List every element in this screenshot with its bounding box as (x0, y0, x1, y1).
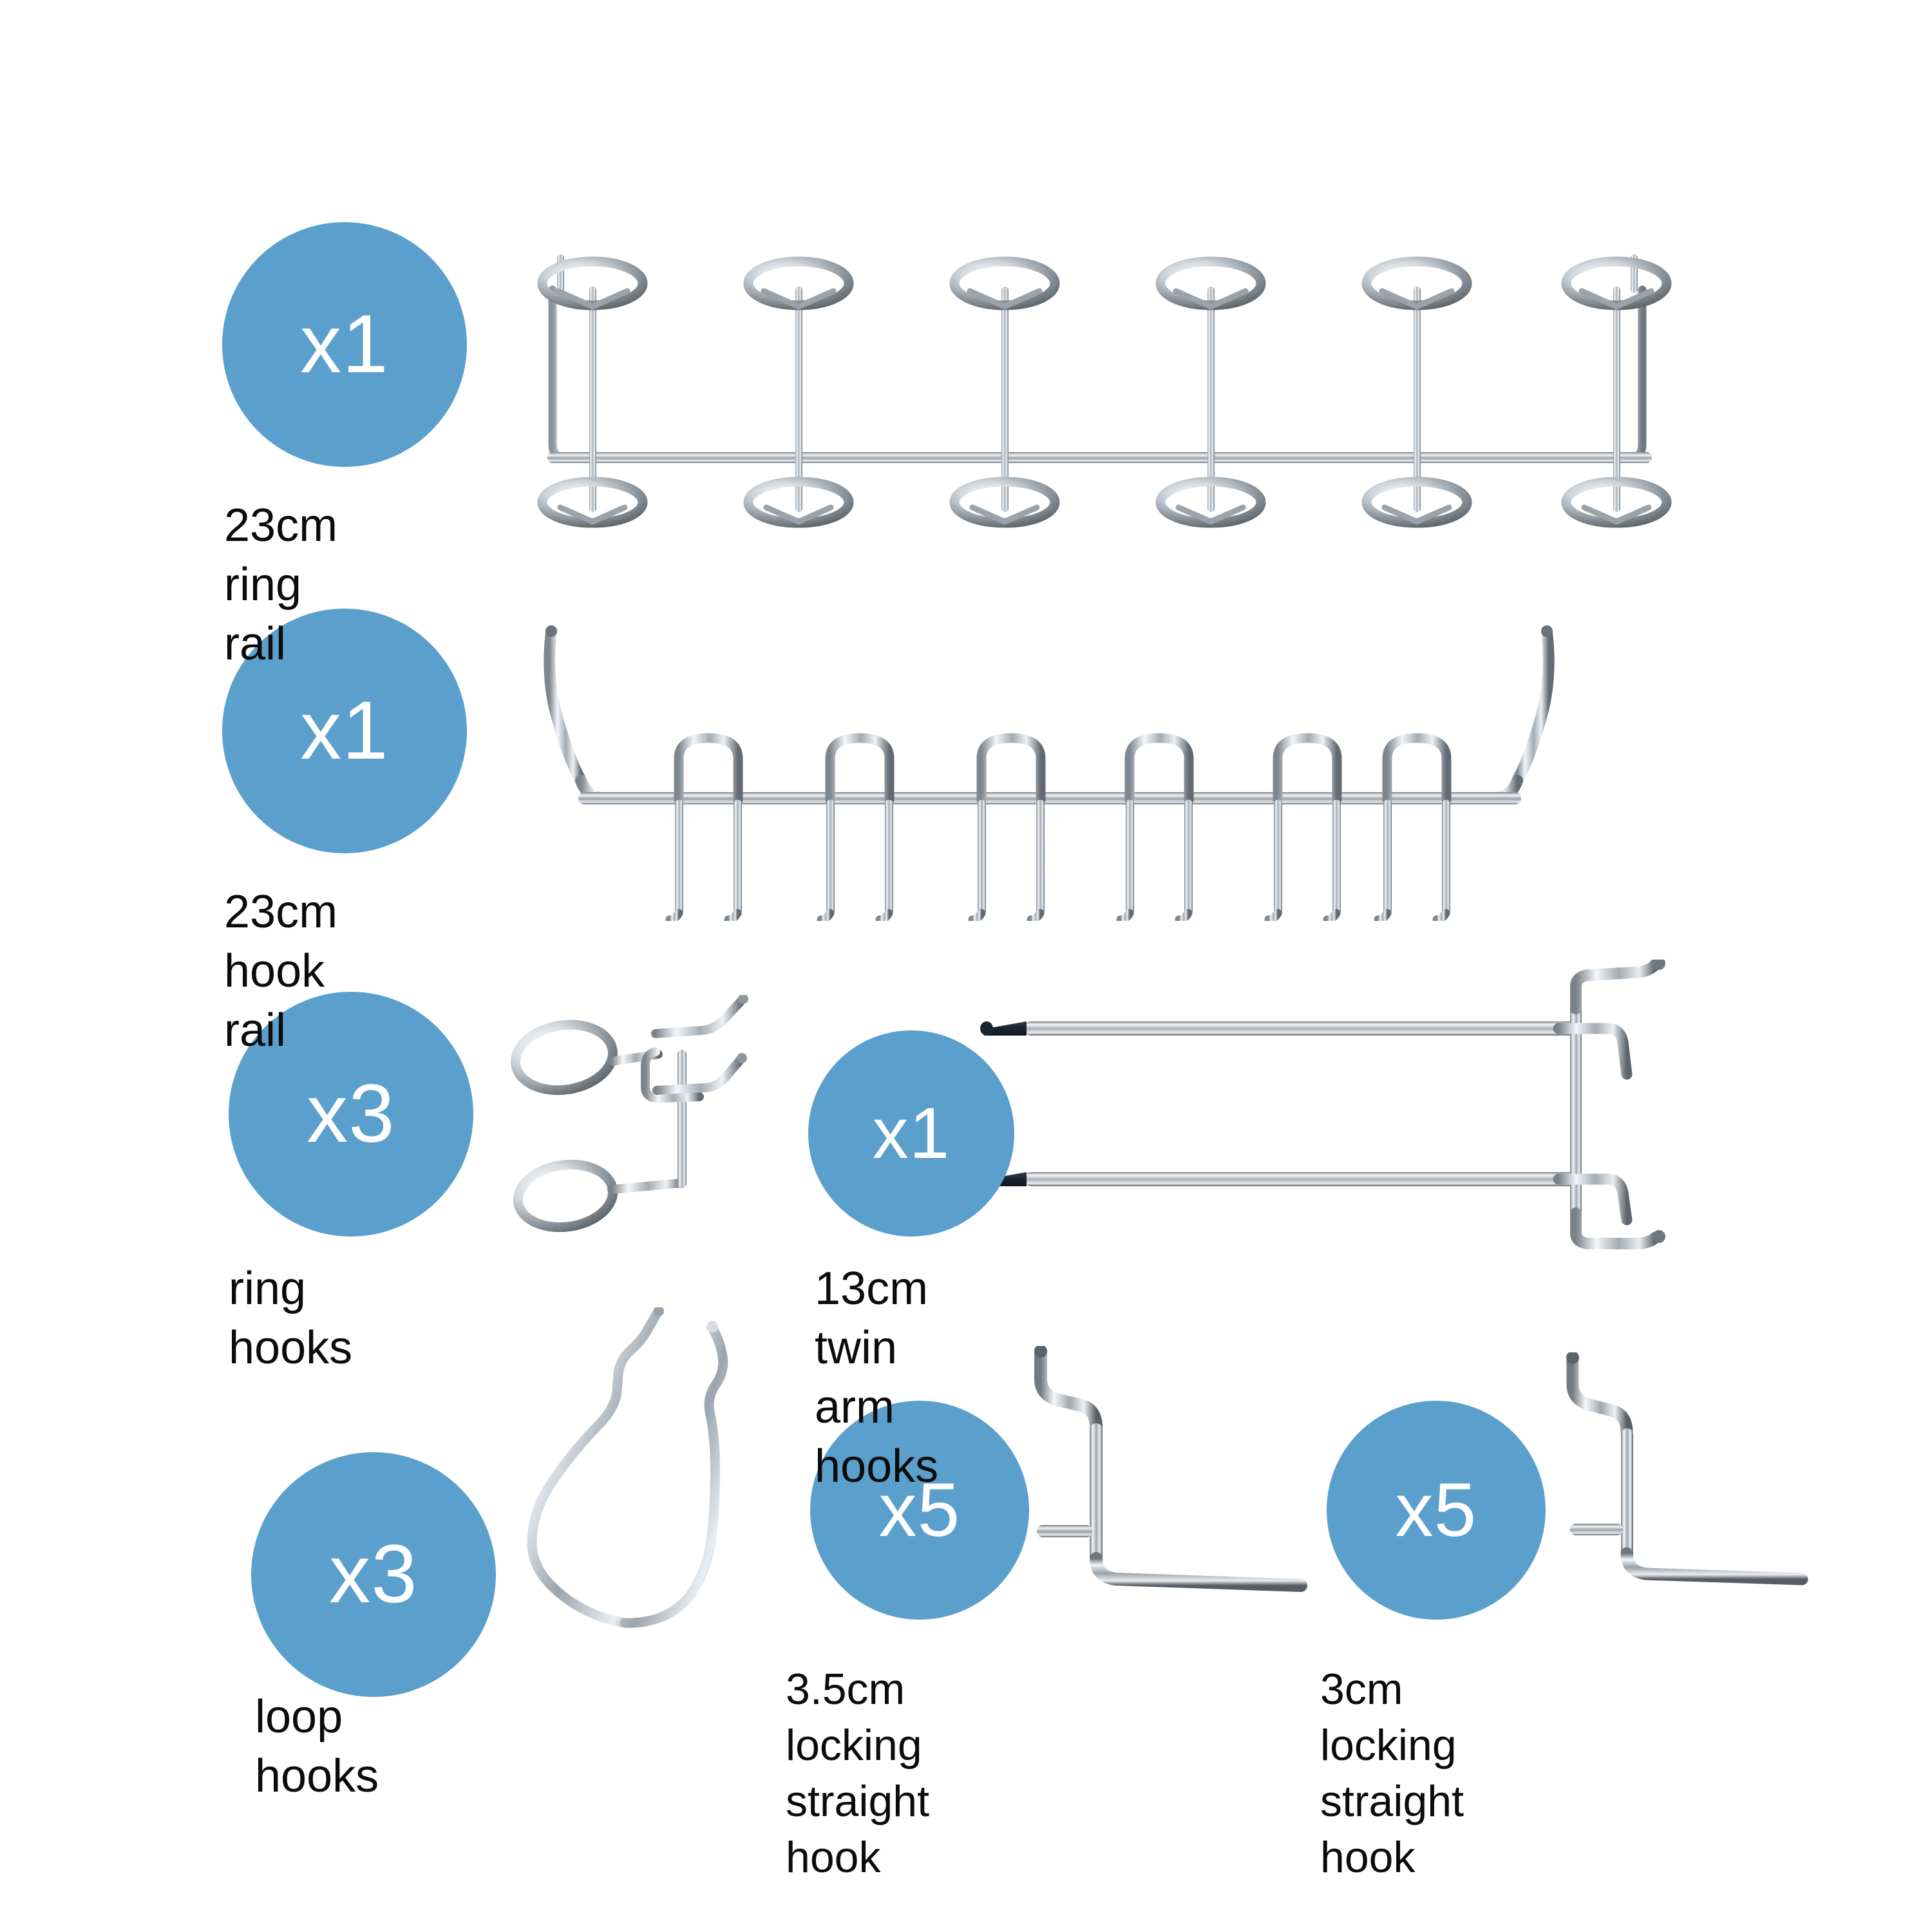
product-caption-hook-rail: 23cm hook rail (224, 886, 338, 1057)
product-caption-ring-hooks: ring hooks (229, 1263, 353, 1374)
quantity-badge-label: x5 (878, 1468, 961, 1553)
locking-straight-hook-photo (1005, 1346, 1307, 1616)
quantity-badge-label: x3 (307, 1068, 395, 1160)
quantity-badge-loop-hooks: x3 (251, 1452, 496, 1697)
twin-arm-hook-photo (960, 960, 1771, 1249)
quantity-badge-label: x1 (872, 1093, 951, 1173)
product-caption-twin-arm-hooks: 13cm twin arm hooks (815, 1263, 939, 1493)
quantity-badge-ring-hooks: x3 (229, 992, 473, 1236)
quantity-badge-locking-hook-35: x5 (810, 1401, 1029, 1620)
quantity-badge-label: x1 (300, 685, 389, 777)
loop-hook-photo (522, 1307, 779, 1629)
quantity-badge-ring-rail: x1 (222, 222, 467, 467)
product-caption-ring-rail: 23cm ring rail (224, 500, 338, 670)
hook-rail-photo (509, 618, 1591, 921)
ring-hook-photo (509, 995, 799, 1265)
quantity-badge-twin-arm-hooks: x1 (808, 1030, 1014, 1236)
quantity-badge-label: x1 (300, 298, 389, 390)
product-caption-locking-hook-35: 3.5cm locking straight hook (786, 1665, 929, 1882)
quantity-badge-locking-hook-30: x5 (1327, 1401, 1546, 1620)
quantity-badge-label: x3 (329, 1528, 418, 1620)
product-caption-loop-hooks: loop hooks (255, 1691, 379, 1803)
quantity-badge-label: x5 (1395, 1468, 1477, 1553)
locking-straight-hook-photo (1539, 1352, 1810, 1610)
product-caption-locking-hook-30: 3cm locking straight hook (1320, 1665, 1464, 1882)
quantity-badge-hook-rail: x1 (222, 609, 467, 853)
ring-rail-photo (528, 251, 1681, 528)
